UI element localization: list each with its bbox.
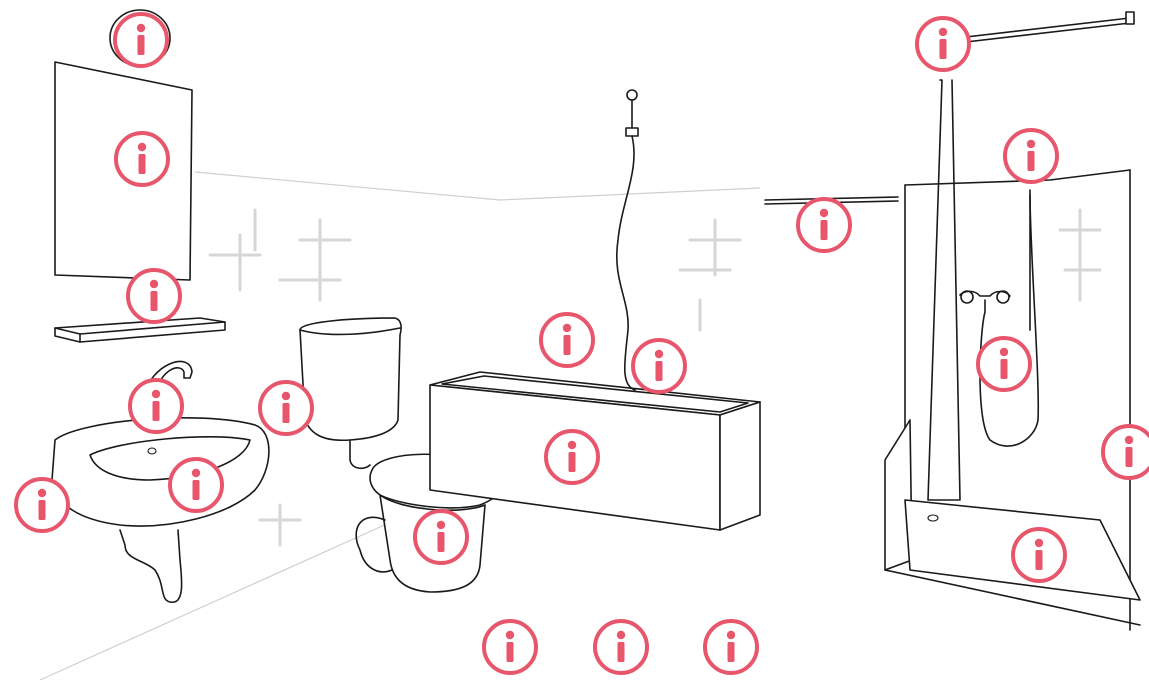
info-icon <box>593 619 649 675</box>
tub-shower <box>616 89 639 391</box>
info-icon <box>168 457 224 513</box>
room-walls <box>39 171 761 681</box>
cistern <box>299 317 402 470</box>
hotspot-mirror[interactable] <box>113 130 171 188</box>
info-icon <box>703 619 759 675</box>
info-icon <box>1011 527 1067 583</box>
hotspot-shower-head[interactable] <box>1002 127 1060 185</box>
hotspot-faucet[interactable] <box>127 377 185 435</box>
info-icon <box>413 509 469 565</box>
hotspot-floor-right[interactable] <box>702 618 760 676</box>
hotspot-shelf[interactable] <box>125 267 183 325</box>
info-icon <box>631 338 687 394</box>
hotspot-sink-wall[interactable] <box>13 476 71 534</box>
info-icon <box>258 380 314 436</box>
hotspot-shower-curtain-rod[interactable] <box>914 15 972 73</box>
info-icon <box>976 336 1032 392</box>
hotspot-shower-tray[interactable] <box>1010 526 1068 584</box>
hotspot-floor-left[interactable] <box>481 618 539 676</box>
info-icon <box>128 378 184 434</box>
info-icon <box>126 268 182 324</box>
info-icon <box>1003 128 1059 184</box>
hotspot-sink-basin[interactable] <box>167 456 225 514</box>
info-icon <box>14 477 70 533</box>
hotspot-shower-mixer[interactable] <box>975 335 1033 393</box>
hotspot-bathtub-wall[interactable] <box>538 311 596 369</box>
shower-enclosure <box>884 11 1141 631</box>
hotspot-shower-hose[interactable] <box>630 337 688 395</box>
info-icon <box>796 197 852 253</box>
hotspot-cistern[interactable] <box>257 379 315 437</box>
hotspot-floor-center[interactable] <box>592 618 650 676</box>
info-icon <box>539 312 595 368</box>
info-icon <box>544 429 600 485</box>
hotspot-shower-wall[interactable] <box>1100 423 1149 481</box>
info-icon <box>1101 424 1149 480</box>
info-icon <box>113 12 169 68</box>
info-icon <box>915 16 971 72</box>
hotspot-towel-rail[interactable] <box>795 196 853 254</box>
hotspot-toilet[interactable] <box>412 508 470 566</box>
hotspot-bathtub[interactable] <box>543 428 601 486</box>
info-icon <box>482 619 538 675</box>
hotspot-ceiling-light[interactable] <box>112 11 170 69</box>
info-icon <box>114 131 170 187</box>
tile-sketches <box>208 208 1102 547</box>
